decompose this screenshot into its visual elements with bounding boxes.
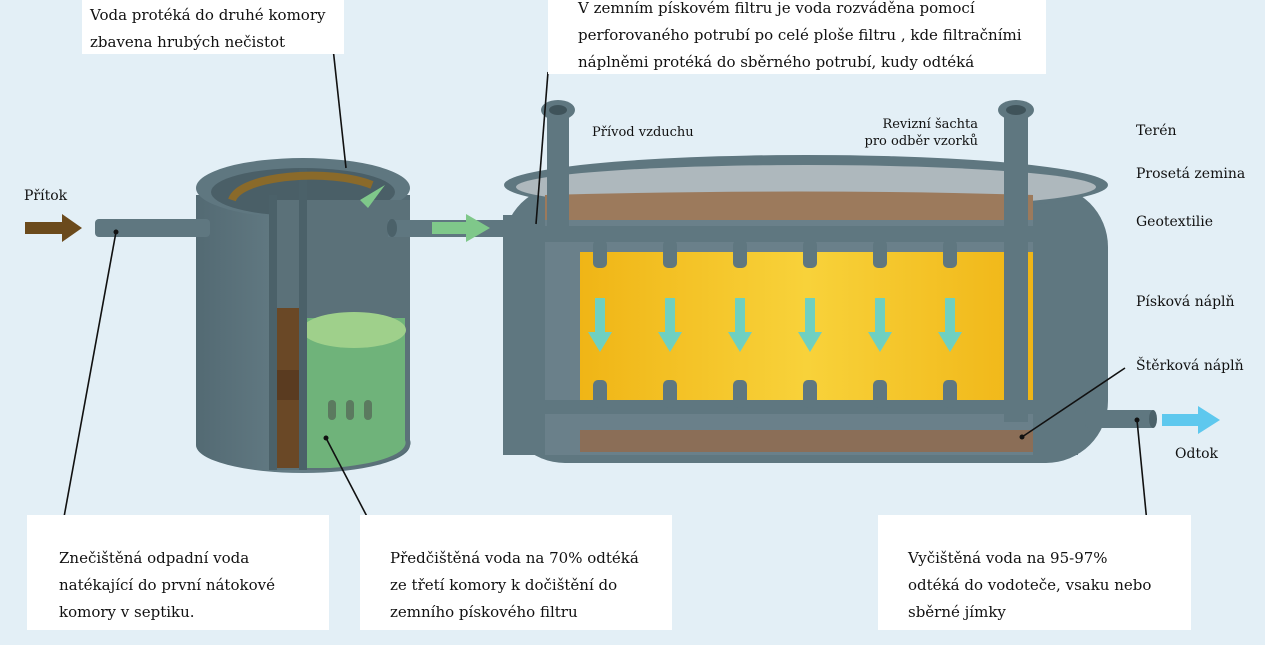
inspection-shaft-pipe xyxy=(1004,110,1028,422)
circulation-arrow xyxy=(228,171,374,202)
callout-line: komory v septiku. xyxy=(59,603,195,621)
callout-line: náplněmi protéká do sběrného potrubí, ku… xyxy=(578,53,975,71)
callout-line: Znečištěná odpadní voda xyxy=(59,549,250,567)
air-supply-label: Přívod vzduchu xyxy=(592,125,694,140)
inspection-shaft-line: Revizní šachta xyxy=(882,117,978,132)
callout-line: perforovaného potrubí po celé ploše filt… xyxy=(578,26,1022,44)
callout-line: zemního pískového filtru xyxy=(390,603,578,621)
percolation-arrows xyxy=(588,298,962,352)
tank-partition xyxy=(299,168,307,470)
inflow-arrow xyxy=(25,214,82,242)
gravel-layer xyxy=(580,430,1033,452)
callout-line: zbavena hrubých nečistot xyxy=(90,33,286,51)
callout-second-chamber: Voda protéká do druhé komory zbavena hru… xyxy=(82,0,344,54)
outflow-label: Odtok xyxy=(1175,446,1218,462)
topsoil-layer xyxy=(545,191,1033,220)
layer-label-gravel-fill: Štěrková náplň xyxy=(1136,358,1244,374)
flow-arrow xyxy=(432,214,490,242)
air-vent-pipe xyxy=(547,110,569,235)
pretreated-water xyxy=(303,318,406,468)
callout-line: Vyčištěná voda na 95-97% xyxy=(908,549,1108,567)
outflow-pipe xyxy=(1085,410,1155,428)
distribution-pipe xyxy=(545,226,1033,242)
callout-sand-filter: V zemním pískovém filtru je voda rozvádě… xyxy=(548,0,1046,74)
inspection-shaft-label: Revizní šachta pro odběr vzorků xyxy=(862,116,979,150)
layer-label-terrain: Terén xyxy=(1136,123,1177,139)
layer-label-sand-fill: Písková náplň xyxy=(1136,294,1235,310)
inflow-pipe xyxy=(95,219,210,237)
callout-line: sběrné jímky xyxy=(908,603,1006,621)
sand-filter xyxy=(503,100,1108,463)
callout-line: odtéká do vodoteče, vsaku nebo xyxy=(908,576,1152,594)
callout-line: ze třetí komory k dočištění do xyxy=(390,576,618,594)
septic-tank xyxy=(196,158,411,473)
callout-line: Předčištěná voda na 70% odtéká xyxy=(390,549,639,567)
inflow-label: Přítok xyxy=(24,188,68,204)
inspection-shaft-line: pro odběr vzorků xyxy=(864,134,979,149)
callout-cleaned: Vyčištěná voda na 95-97% odtéká do vodot… xyxy=(878,515,1191,630)
callout-line: natékající do první nátokové xyxy=(59,576,275,594)
layer-label-sifted-soil: Prosetá zemina xyxy=(1136,166,1246,182)
callout-inflow-wastewater: Znečištěná odpadní voda natékající do pr… xyxy=(27,515,329,630)
layer-label-geotextile: Geotextilie xyxy=(1136,214,1214,230)
outflow-arrow xyxy=(1162,406,1220,434)
distribution-stubs xyxy=(593,240,957,408)
callout-pretreated: Předčištěná voda na 70% odtéká ze třetí … xyxy=(360,515,672,630)
collection-pipe xyxy=(545,400,1033,414)
callout-line: Voda protéká do druhé komory xyxy=(90,6,326,24)
leader-lines xyxy=(61,47,1149,534)
callout-line: V zemním pískovém filtru je voda rozvádě… xyxy=(578,0,975,17)
